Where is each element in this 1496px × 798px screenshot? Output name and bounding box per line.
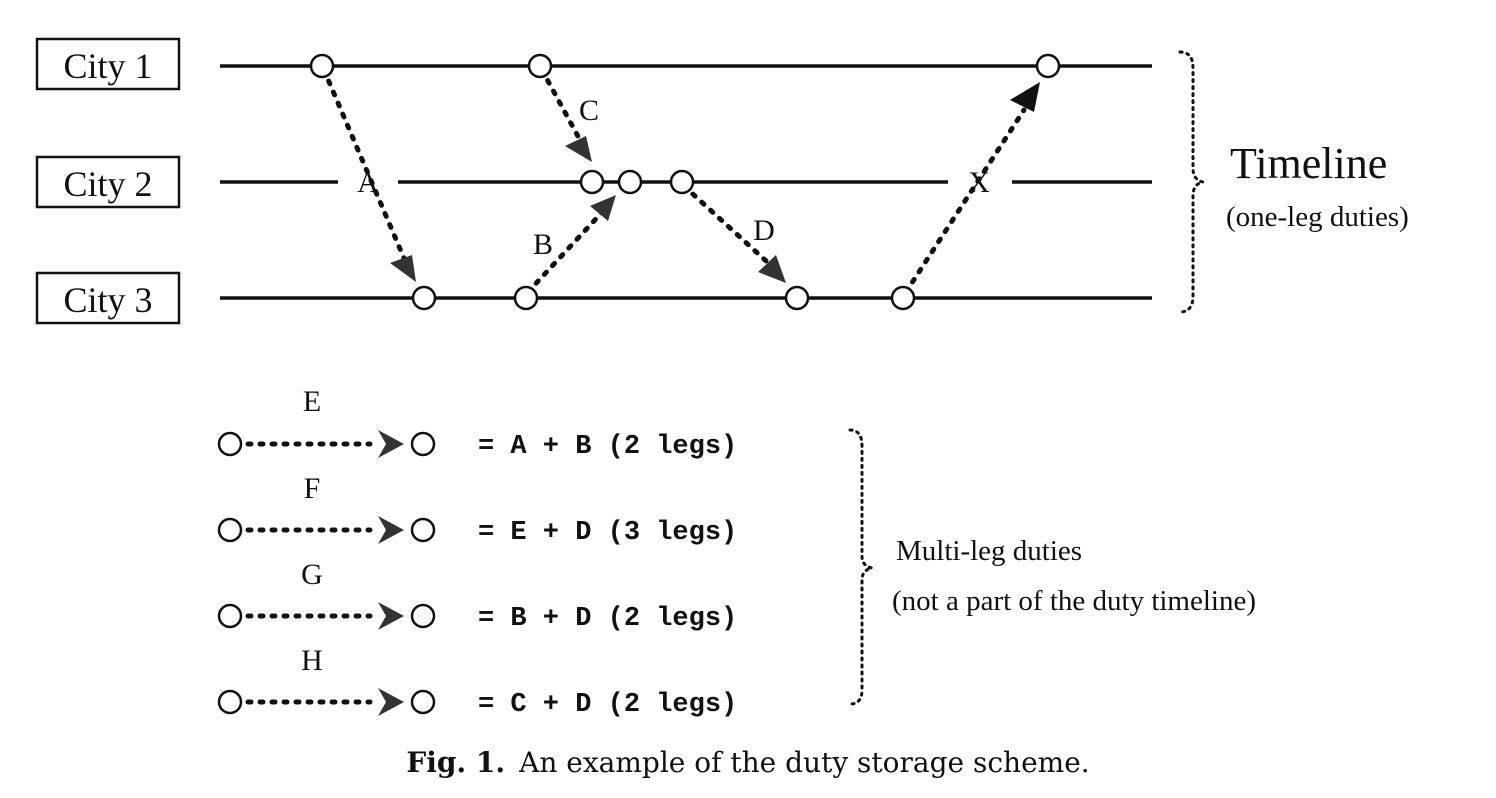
duty-arrowhead-b [590,195,616,221]
timeline-brace [1178,50,1204,314]
duty-arrow-x [903,107,1027,295]
multi-leg-name-g: G [301,558,323,591]
city-label-2-text: City 2 [63,164,152,204]
duty-arrowhead-c [565,136,592,162]
multi-leg-name-e: E [303,385,321,418]
event-node [617,169,643,195]
duty-label-x: X [968,166,990,199]
multi-leg-row-g: G = B + D (2 legs) [217,558,737,634]
city-label-3: City 3 [35,271,181,325]
duty-arrow-b [525,205,609,295]
timeline-brace-subtitle: (one-leg duties) [1226,201,1409,233]
city-label-2: City 2 [35,155,181,209]
figure-caption-label: Fig. 1. [406,746,505,779]
multi-leg-brace-subtitle: (not a part of the duty timeline) [892,585,1256,617]
duty-arrow-c [539,67,589,154]
event-node [784,285,810,311]
event-node [669,169,695,195]
duty-arrowhead-d [758,255,786,283]
event-node [411,285,437,311]
multi-leg-row-f: F = E + D (3 legs) [217,472,737,548]
multi-leg-formula-e: = A + B (2 legs) [478,432,737,462]
multi-leg-name-f: F [304,472,321,505]
duty-label-d: D [753,214,775,247]
city-label-1-text: City 1 [63,46,152,86]
figure-caption-text: An example of the duty storage scheme. [518,746,1090,779]
city-label-1: City 1 [35,37,181,91]
figure-caption: Fig. 1. An example of the duty storage s… [406,746,1089,779]
event-node [513,285,539,311]
event-node [579,169,605,195]
event-node [890,285,916,311]
duty-arrow-a [321,67,415,280]
multi-leg-formula-f: = E + D (3 legs) [478,518,737,548]
duty-arrowhead-a [390,255,416,282]
multi-leg-brace [848,428,873,706]
duty-label-c: C [579,94,599,127]
event-node [1035,53,1061,79]
multi-leg-name-h: H [301,644,323,677]
multi-leg-formula-g: = B + D (2 legs) [478,604,737,634]
multi-leg-row-e: E = A + B (2 legs) [217,385,737,462]
duty-label-a: A [357,166,379,199]
city-label-3-text: City 3 [63,280,152,320]
duty-arrowhead-x [1010,82,1040,112]
event-node [309,53,335,79]
timeline-brace-title: Timeline [1230,139,1387,188]
multi-leg-brace-title: Multi-leg duties [896,535,1082,567]
multi-leg-formula-h: = C + D (2 legs) [478,690,737,720]
multi-leg-row-h: H = C + D (2 legs) [217,644,737,720]
duty-label-b: B [533,228,553,261]
duty-arrow-d [681,183,779,273]
event-node [527,53,553,79]
